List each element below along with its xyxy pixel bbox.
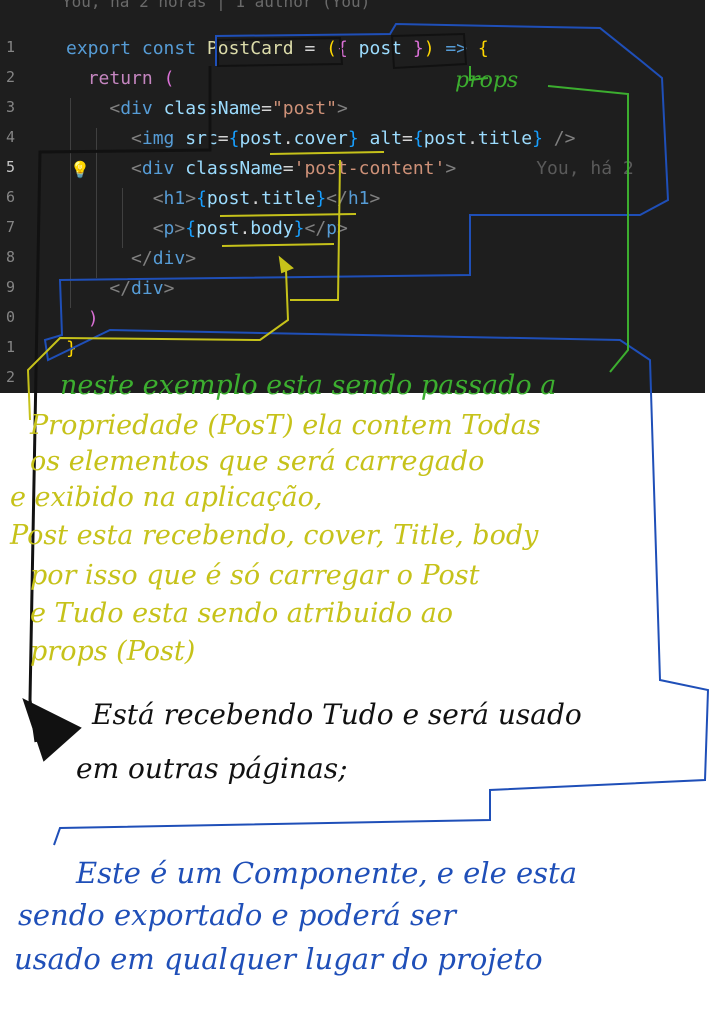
code-line: <div className="post"> — [109, 98, 348, 119]
indent-guide — [122, 188, 123, 248]
lightbulb-icon[interactable]: 💡 — [70, 162, 90, 179]
annotation-yellow-line: e Tudo esta sendo atribuido ao — [30, 598, 454, 629]
yellow-ink-underline — [219, 213, 357, 217]
yellow-ink-underline — [221, 243, 335, 247]
annotation-blue-line: sendo exportado e poderá ser — [18, 898, 456, 932]
annotation-yellow-line: props (Post) — [30, 636, 196, 667]
code-line: export const PostCard = ({ post }) => { — [66, 38, 489, 59]
black-arrowhead — [22, 698, 82, 762]
line-number: 0 — [6, 308, 16, 326]
black-ink-box — [390, 32, 468, 70]
line-number: 6 — [6, 188, 16, 206]
annotation-yellow-line: os elementos que será carregado — [30, 446, 485, 477]
annotation-black-line: Está recebendo Tudo e será usado — [92, 698, 582, 731]
line-number: 3 — [6, 98, 16, 116]
annotation-yellow-line: Propriedade (PosT) ela contem Todas — [30, 410, 541, 441]
yellow-ink-line — [26, 269, 290, 421]
code-line: </div> — [109, 278, 175, 299]
annotation-blue-line: usado em qualquer lugar do projeto — [14, 942, 543, 976]
code-lines[interactable]: export const PostCard = ({ post }) => { … — [66, 38, 705, 368]
line-number: 2 — [6, 368, 16, 386]
annotation-yellow-line: e exibido na aplicação, — [10, 482, 323, 513]
code-editor: You, há 2 horas | 1 author (You) 1 2 3 4… — [0, 0, 705, 393]
line-number-gutter: 1 2 3 4 5 6 7 8 9 0 1 2 — [0, 38, 28, 393]
code-line: <p>{post.body}</p> — [152, 218, 348, 239]
yellow-ink-line — [290, 159, 341, 301]
annotation-green-line: neste exemplo esta sendo passado a — [60, 370, 557, 401]
yellow-ink-underline — [269, 151, 385, 155]
code-line-active: <div className='post-content'>You, há 2 — [131, 158, 634, 179]
annotation-yellow-line: por isso que é só carregar o Post — [30, 560, 480, 591]
indent-guide — [96, 128, 97, 278]
black-ink-box — [217, 36, 344, 68]
line-number: 7 — [6, 218, 16, 236]
line-number: 8 — [6, 248, 16, 266]
annotation-yellow-line: Post esta recebendo, cover, Title, body — [10, 520, 539, 551]
code-line: <h1>{post.title}</h1> — [152, 188, 381, 209]
green-ink-line — [469, 66, 489, 82]
line-number: 1 — [6, 38, 16, 56]
line-number: 2 — [6, 68, 16, 86]
yellow-arrowhead — [278, 255, 294, 274]
code-line: </div> — [131, 248, 197, 269]
line-number: 9 — [6, 278, 16, 296]
line-number: 4 — [6, 128, 16, 146]
code-line: return ( — [87, 68, 175, 89]
git-blame-header: You, há 2 horas | 1 author (You) — [62, 0, 371, 11]
line-number: 1 — [6, 338, 16, 356]
annotation-black-line: em outras páginas; — [76, 752, 348, 785]
annotation-props-label: props — [455, 68, 519, 93]
indent-guide — [70, 98, 71, 308]
annotation-blue-line: Este é um Componente, e ele esta — [76, 856, 577, 890]
blue-ink-outline — [43, 22, 710, 846]
green-ink-line — [547, 85, 629, 373]
line-number-active: 5 — [6, 158, 16, 176]
code-line: ) — [87, 308, 99, 329]
